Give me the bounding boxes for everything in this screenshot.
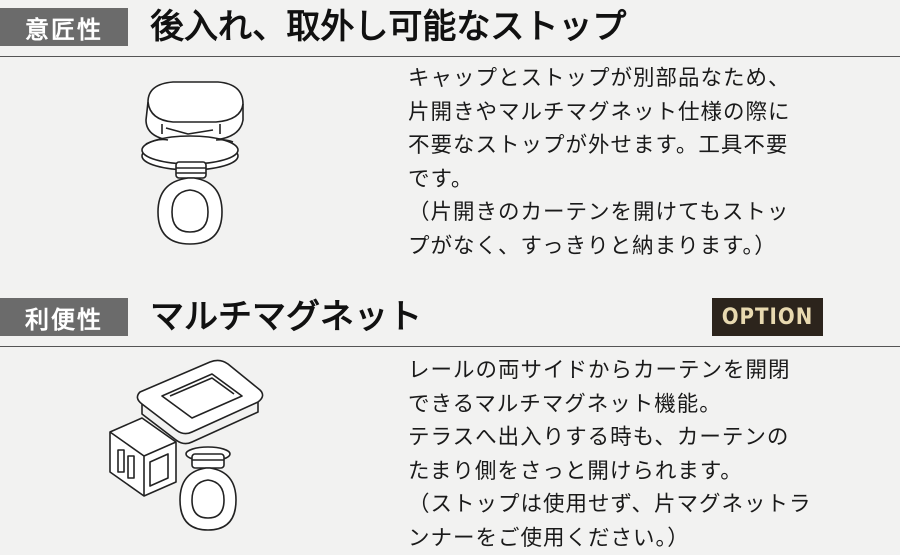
text-line: （ストップは使用せず、片マグネットラ	[408, 488, 812, 522]
text-line: できるマルチマグネット機能。	[408, 388, 812, 422]
text-line: プがなく、すっきりと納まります。）	[408, 230, 791, 264]
divider	[0, 56, 900, 57]
section-tag: 意匠性	[0, 8, 128, 46]
text-line: レールの両サイドからカーテンを開閉	[408, 354, 812, 388]
text-line: テラスへ出入りする時も、カーテンの	[408, 421, 812, 455]
section-heading: 後入れ、取外し可能なストップ	[150, 2, 626, 52]
text-line: キャップとストップが別部品なため、	[408, 62, 791, 96]
section-description: レールの両サイドからカーテンを開閉 できるマルチマグネット機能。 テラスへ出入り…	[408, 354, 812, 555]
section-description: キャップとストップが別部品なため、 片開きやマルチマグネット仕様の際に 不要なス…	[408, 62, 791, 263]
text-line: （片開きのカーテンを開けてもストッ	[408, 196, 791, 230]
text-line: です。	[408, 163, 791, 197]
text-line: たまり側をさっと開けられます。	[408, 455, 812, 489]
magnet-runner-illustration	[100, 350, 280, 540]
divider	[0, 346, 900, 347]
text-line: 不要なストップが外せます。工具不要	[408, 129, 791, 163]
option-badge: OPTION	[712, 298, 823, 336]
text-line: 片開きやマルチマグネット仕様の際に	[408, 96, 791, 130]
section-heading: マルチマグネット	[150, 292, 422, 342]
section-tag: 利便性	[0, 298, 128, 336]
stop-part-illustration	[128, 72, 258, 252]
section-design: 意匠性 後入れ、取外し可能なストップ キャップとストップが別部品なため、 片開き…	[0, 0, 900, 275]
